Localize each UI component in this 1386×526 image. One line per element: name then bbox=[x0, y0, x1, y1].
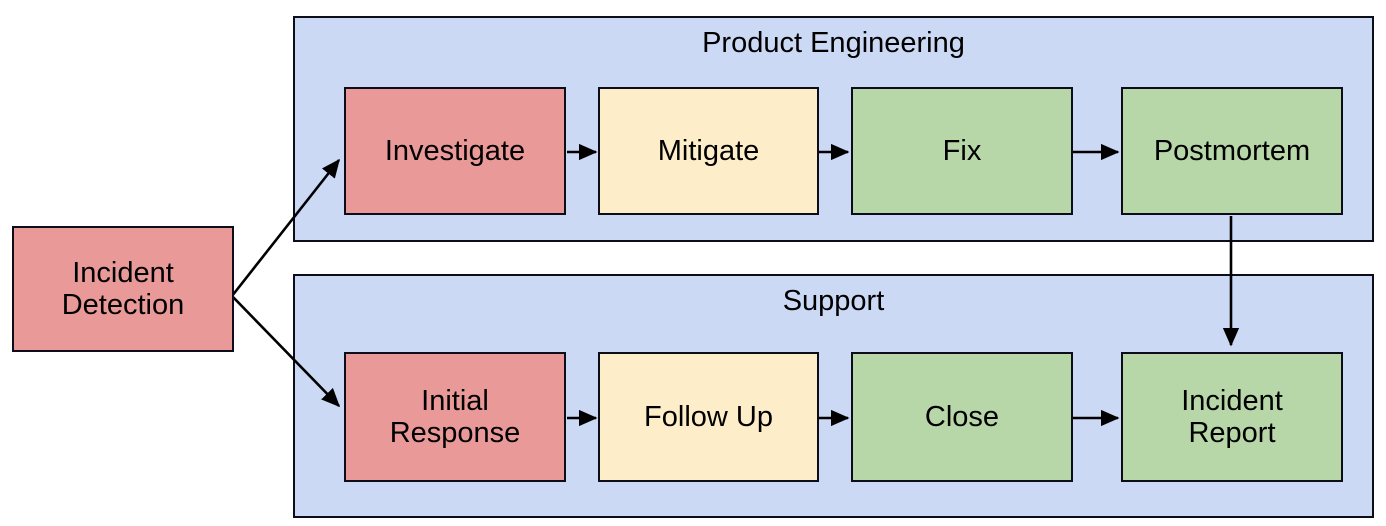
swimlane-title-support: Support bbox=[782, 285, 885, 317]
node-postmortem[interactable]: Postmortem bbox=[1121, 87, 1343, 215]
node-incident-report[interactable]: Incident Report bbox=[1121, 352, 1343, 482]
node-mitigate[interactable]: Mitigate bbox=[598, 87, 819, 215]
node-follow-up[interactable]: Follow Up bbox=[598, 352, 819, 482]
node-initial-response[interactable]: Initial Response bbox=[344, 352, 566, 482]
node-close[interactable]: Close bbox=[851, 352, 1073, 482]
node-investigate[interactable]: Investigate bbox=[344, 87, 566, 215]
swimlane-title-product-engineering: Product Engineering bbox=[702, 27, 965, 59]
node-fix[interactable]: Fix bbox=[851, 87, 1073, 215]
node-incident-detection[interactable]: Incident Detection bbox=[12, 226, 234, 352]
